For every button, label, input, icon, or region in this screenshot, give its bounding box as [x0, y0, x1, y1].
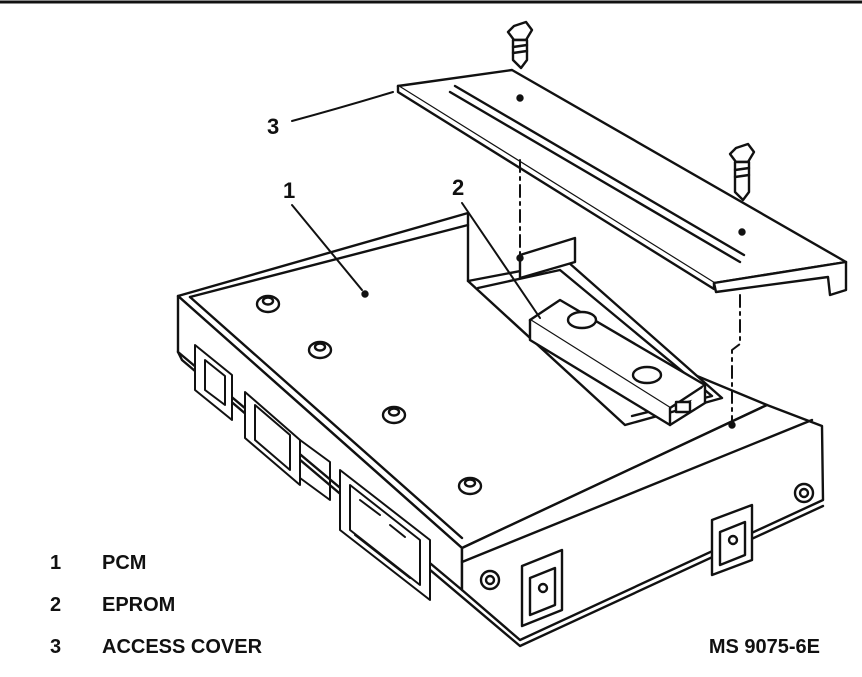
mount-tab-right: [710, 503, 754, 577]
figure-id: MS 9075-6E: [708, 636, 820, 658]
leader-lines: [291, 91, 541, 319]
leader-line-2: [461, 202, 541, 319]
bolt-1: [506, 20, 534, 102]
housing-screws: [255, 294, 483, 496]
screw-2: [307, 340, 333, 360]
leader-line-1: [291, 204, 363, 291]
eprom-chip: [518, 236, 707, 427]
mount-tab-left: [520, 548, 564, 628]
leader-line-3: [291, 91, 394, 122]
alignment-lines: [519, 159, 741, 426]
alignment-points: [361, 254, 736, 429]
mount-tabs: [520, 503, 754, 628]
callout-3: 3: [267, 114, 279, 139]
corner-holes: [479, 482, 815, 591]
cover-bolts: [506, 20, 756, 236]
access-cover: [396, 68, 848, 297]
connector-block: [194, 344, 431, 601]
callout-2: 2: [452, 175, 464, 200]
screw-3: [381, 405, 407, 425]
screw-4: [457, 476, 483, 496]
callout-1: 1: [283, 178, 295, 203]
screw-1: [255, 294, 281, 314]
bolt-2: [728, 142, 756, 236]
